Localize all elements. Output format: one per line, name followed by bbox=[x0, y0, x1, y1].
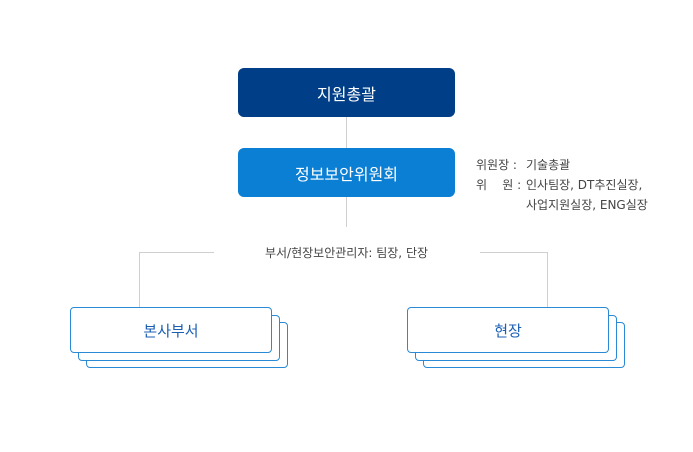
chair-value: 기술총괄 bbox=[526, 158, 571, 172]
top-box-label: 지원총괄 bbox=[317, 84, 376, 104]
connector-left-vertical bbox=[139, 252, 140, 308]
members-value-line2: 사업지원실장, ENG실장 bbox=[526, 198, 648, 212]
connector-committee-down bbox=[346, 197, 347, 227]
left-box-label: 본사부서 bbox=[143, 321, 199, 340]
connector-right-vertical bbox=[547, 252, 548, 308]
committee-info: 위원장 : 기술총괄 위 원 : 인사팀장, DT추진실장, 사업지원실장, ENG… bbox=[476, 155, 676, 215]
committee-box: 정보보안위원회 bbox=[238, 148, 455, 197]
left-box-headquarters: 본사부서 bbox=[70, 307, 272, 353]
chair-line: 위원장 : 기술총괄 bbox=[476, 155, 676, 175]
connector-top-to-committee bbox=[346, 117, 347, 148]
branch-label: 부서/현장보안관리자: 팀장, 단장 bbox=[264, 246, 429, 260]
right-box-label: 현장 bbox=[494, 321, 522, 340]
chair-label: 위원장 : bbox=[476, 158, 517, 172]
right-box-site: 현장 bbox=[407, 307, 609, 353]
connector-left-horizontal bbox=[139, 252, 214, 253]
members-label: 위 원 : bbox=[476, 178, 522, 192]
members-line: 위 원 : 인사팀장, DT추진실장, bbox=[476, 175, 676, 195]
members-line-2: 사업지원실장, ENG실장 bbox=[476, 195, 676, 215]
members-value-line1: 인사팀장, DT추진실장, bbox=[526, 178, 643, 192]
top-box-support-general: 지원총괄 bbox=[238, 68, 455, 117]
committee-box-label: 정보보안위원회 bbox=[294, 164, 399, 184]
connector-right-horizontal bbox=[480, 252, 548, 253]
